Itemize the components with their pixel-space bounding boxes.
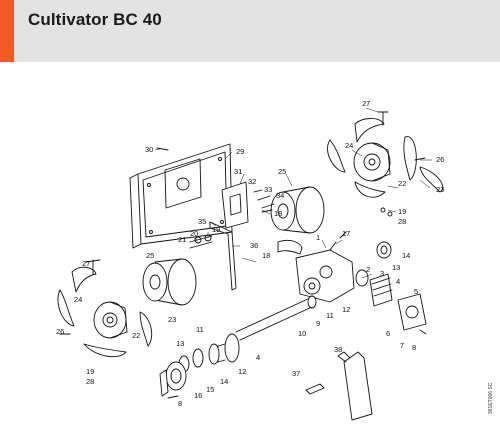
exploded-parts-diagram: 27 30 29 24 26 25 32 31 33 34 18 22 23 1… (56, 99, 494, 421)
page-title: Cultivator BC 40 (28, 10, 162, 29)
callout: 12 (342, 305, 350, 314)
callout: 2 (366, 265, 370, 274)
callout: 18 (262, 251, 270, 260)
callout: 15 (206, 385, 214, 394)
grease-tube (337, 351, 373, 421)
callout: 35 (198, 217, 206, 226)
key (305, 383, 325, 395)
callout: 6 (386, 329, 390, 338)
callout: 9 (316, 319, 320, 328)
callout: 10 (298, 329, 306, 338)
support-link (209, 221, 237, 291)
callout: 18 (274, 209, 282, 218)
header-bar (0, 0, 500, 62)
callout: 23 (436, 185, 444, 194)
callout: 14 (402, 251, 410, 260)
gearbox-housing (295, 231, 355, 303)
callout: 38 (334, 345, 342, 354)
bearing-set-right (355, 241, 427, 335)
callout: 26 (56, 327, 64, 336)
callout: 20 (190, 229, 198, 238)
callout: 28 (86, 377, 94, 386)
drawing-code: 361ET006 SC (488, 382, 494, 414)
bracket (221, 181, 275, 229)
gear-stack-lower (159, 333, 240, 399)
hub-assembly-left (57, 259, 153, 358)
leader-lines (154, 107, 432, 279)
callout: 13 (176, 339, 184, 348)
screw (156, 147, 169, 151)
disc-left (142, 258, 197, 306)
callout-labels: 27 30 29 24 26 25 32 31 33 34 18 22 23 1… (56, 99, 444, 408)
callout: 32 (248, 177, 256, 186)
callout: 24 (74, 295, 82, 304)
callout: 36 (250, 241, 258, 250)
callout: 22 (398, 179, 406, 188)
callout: 11 (326, 311, 334, 320)
sleeve (277, 239, 303, 255)
drive-shaft (235, 295, 317, 341)
accent-stripe (0, 0, 14, 62)
callout: 1 (316, 233, 320, 242)
callout: 26 (436, 155, 444, 164)
disc-upper (270, 186, 325, 234)
callout: 34 (276, 191, 284, 200)
callout: 4 (396, 277, 400, 286)
callout: 24 (345, 141, 353, 150)
callout: 13 (392, 263, 400, 272)
callout: 23 (168, 315, 176, 324)
callout: 29 (236, 147, 244, 156)
callout: 19 (86, 367, 94, 376)
callout: 37 (292, 369, 300, 378)
callout: 5 (414, 287, 418, 296)
callout: 25 (146, 251, 154, 260)
callout: 19 (212, 225, 220, 234)
callout: 33 (264, 185, 272, 194)
callout: 3 (380, 269, 384, 278)
callout: 31 (234, 167, 242, 176)
callout: 14 (220, 377, 228, 386)
callout: 30 (145, 145, 153, 154)
callout: 16 (194, 391, 202, 400)
callout: 28 (398, 217, 406, 226)
callout: 8 (178, 399, 182, 408)
callout: 22 (132, 331, 140, 340)
callout: 19 (398, 207, 406, 216)
callout: 17 (342, 229, 350, 238)
callout: 11 (196, 325, 204, 334)
callout: 12 (238, 367, 246, 376)
callout: 27 (362, 99, 370, 108)
callout: 27 (82, 259, 90, 268)
callout: 7 (400, 341, 404, 350)
hub-assembly-upper (327, 111, 444, 217)
callout: 21 (178, 235, 186, 244)
callout: 25 (278, 167, 286, 176)
callout: 4 (256, 353, 260, 362)
callout: 8 (412, 343, 416, 352)
